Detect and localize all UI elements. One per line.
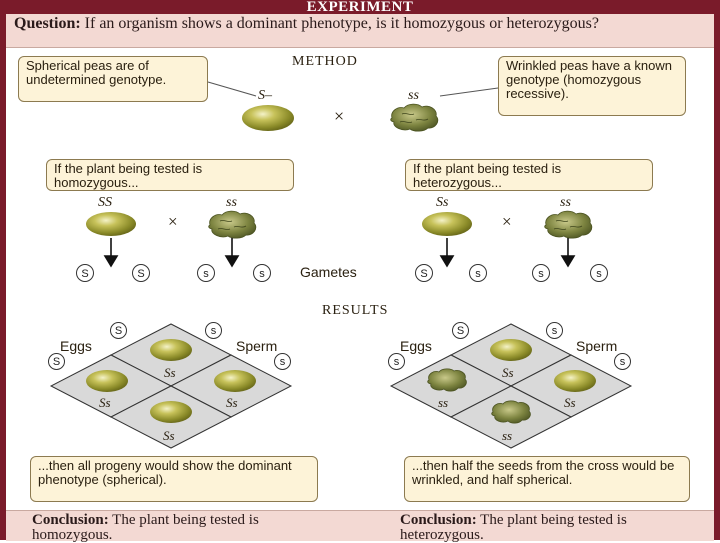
- conclusion-panel: Conclusion: The plant being tested is ho…: [6, 510, 714, 543]
- right-cell-genotype: ss: [502, 428, 513, 443]
- experiment-header: EXPERIMENT: [6, 0, 714, 15]
- left-parent1-genotype: SS: [98, 195, 112, 210]
- heterozygous-case-callout: If the plant being tested is heterozygou…: [405, 159, 653, 191]
- right-cell-genotype: Ss: [502, 365, 514, 380]
- right-sperm-gamete: s: [546, 322, 563, 339]
- left-cross-symbol: ×: [168, 212, 178, 231]
- left-result-callout: ...then all progeny would show the domin…: [30, 456, 318, 502]
- left-conclusion-label: Conclusion:: [32, 512, 109, 528]
- method-heading: METHOD: [292, 54, 358, 69]
- left-eggs-label: Eggs: [60, 338, 92, 354]
- left-wrinkled-parent-icon: [208, 210, 257, 239]
- right-cross-symbol: ×: [502, 212, 512, 231]
- right-egg-gamete: s: [388, 353, 405, 370]
- frame-left-bar: [0, 0, 6, 540]
- left-conclusion-text: The plant being tested is homozygous.: [32, 512, 259, 543]
- left-egg-gamete: S: [110, 322, 127, 339]
- left-cell-genotype: Ss: [163, 428, 175, 443]
- gametes-label: Gametes: [300, 264, 357, 280]
- left-callout-pointer: [207, 81, 257, 97]
- right-spherical-parent-icon: [422, 212, 472, 236]
- right-conclusion: Conclusion: The plant being tested is he…: [400, 513, 700, 543]
- right-punnett-square: [389, 323, 633, 449]
- results-heading: RESULTS: [322, 303, 389, 318]
- gamete-circle: s: [469, 264, 487, 282]
- right-conclusion-text: The plant being tested is heterozygous.: [400, 512, 627, 543]
- left-punnett-square: [49, 323, 293, 449]
- right-cell-genotype: ss: [438, 395, 449, 410]
- gamete-circle: S: [76, 264, 94, 282]
- question-label: Question:: [14, 15, 81, 32]
- right-sperm-gamete: s: [614, 353, 631, 370]
- right-sperm-label: Sperm: [576, 338, 618, 354]
- right-result-callout: ...then half the seeds from the cross wo…: [404, 456, 690, 502]
- method-left-genotype: S–: [258, 88, 272, 103]
- method-cross-symbol: ×: [334, 106, 345, 126]
- spherical-callout: Spherical peas are of undetermined genot…: [18, 56, 208, 102]
- question-panel: Question: If an organism shows a dominan…: [6, 14, 714, 48]
- gamete-circle: S: [415, 264, 433, 282]
- left-sperm-gamete: s: [205, 322, 222, 339]
- right-parent2-genotype: ss: [560, 195, 571, 210]
- left-spherical-parent-icon: [86, 212, 136, 236]
- gamete-circle: s: [197, 264, 215, 282]
- wrinkled-pea-icon: [390, 103, 439, 132]
- gamete-circle: s: [253, 264, 271, 282]
- wrinkled-callout: Wrinkled peas have a known genotype (hom…: [498, 56, 686, 116]
- left-sperm-label: Sperm: [236, 338, 278, 354]
- right-wrinkled-parent-icon: [544, 210, 593, 239]
- spherical-pea-icon: [242, 105, 294, 131]
- frame-right-bar: [714, 0, 720, 540]
- right-egg-gamete: S: [452, 322, 469, 339]
- left-conclusion: Conclusion: The plant being tested is ho…: [32, 513, 332, 543]
- left-egg-gamete: S: [48, 353, 65, 370]
- gamete-circle: s: [590, 264, 608, 282]
- homozygous-case-callout: If the plant being tested is homozygous.…: [46, 159, 294, 191]
- left-cell-genotype: Ss: [226, 395, 238, 410]
- right-parent1-genotype: Ss: [436, 195, 449, 210]
- left-cell-genotype: Ss: [99, 395, 111, 410]
- method-right-genotype: ss: [408, 88, 419, 103]
- left-sperm-gamete: s: [274, 353, 291, 370]
- left-parent2-genotype: ss: [226, 195, 237, 210]
- left-cell-genotype: Ss: [164, 365, 176, 380]
- right-callout-pointer: [439, 87, 499, 97]
- right-conclusion-label: Conclusion:: [400, 512, 477, 528]
- right-cell-genotype: Ss: [564, 395, 576, 410]
- gamete-circle: s: [532, 264, 550, 282]
- right-eggs-label: Eggs: [400, 338, 432, 354]
- question-text: If an organism shows a dominant phenotyp…: [84, 15, 599, 32]
- gamete-circle: S: [132, 264, 150, 282]
